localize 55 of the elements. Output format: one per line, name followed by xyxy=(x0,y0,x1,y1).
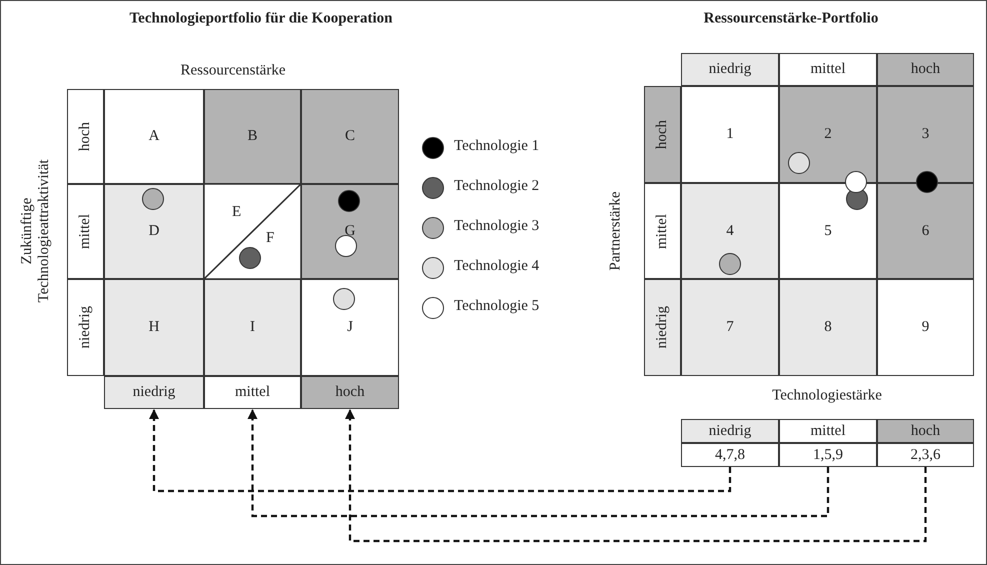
data-point-circle xyxy=(719,253,741,275)
panel-title: Ressourcenstärke-Portfolio xyxy=(704,10,878,28)
data-point-circle xyxy=(335,235,357,257)
matrix-cell: 3 xyxy=(877,86,974,183)
legend-label: Technologie 3 xyxy=(454,218,540,235)
panel-title: Technologieportfolio für die Kooperation xyxy=(130,10,392,28)
matrix-cell: C xyxy=(301,89,399,184)
data-point-circle xyxy=(333,288,355,310)
table-cell: 4,7,8 xyxy=(681,443,779,467)
table-header: hoch xyxy=(877,419,974,443)
matrix-cell: D xyxy=(104,184,204,279)
axis-title: Zukünftige Technologieattraktivität xyxy=(19,158,53,305)
matrix-cell: G xyxy=(301,184,399,279)
matrix-cell: 2 xyxy=(779,86,877,183)
matrix-cell: 9 xyxy=(877,279,974,376)
data-point-circle xyxy=(338,190,360,212)
table-header: niedrig xyxy=(681,419,779,443)
axis-title: Ressourcenstärke xyxy=(180,62,286,80)
column-header: mittel xyxy=(204,376,301,409)
axis-title: Technologiestärke xyxy=(772,388,882,404)
matrix-cell: 8 xyxy=(779,279,877,376)
matrix-cell: B xyxy=(204,89,301,184)
row-header: hoch xyxy=(67,89,104,184)
column-header: hoch xyxy=(877,53,974,86)
matrix-cell: A xyxy=(104,89,204,184)
row-header: niedrig xyxy=(67,279,104,376)
column-header: hoch xyxy=(301,376,399,409)
dashed-arrow xyxy=(248,409,830,518)
row-header: mittel xyxy=(644,183,681,279)
table-cell: 2,3,6 xyxy=(877,443,974,467)
legend-label: Technologie 4 xyxy=(454,258,540,275)
matrix-cell: I xyxy=(204,279,301,376)
legend-label: Technologie 2 xyxy=(454,178,540,195)
matrix-cell: 1 xyxy=(681,86,779,183)
legend-label: Technologie 1 xyxy=(454,138,540,155)
column-header: niedrig xyxy=(104,376,204,409)
column-header: niedrig xyxy=(681,53,779,86)
matrix-cell: 4 xyxy=(681,183,779,279)
row-header: niedrig xyxy=(644,279,681,376)
matrix-cell: J xyxy=(301,279,399,376)
matrix-cell: 7 xyxy=(681,279,779,376)
dashed-arrow xyxy=(149,409,732,492)
dashed-arrow xyxy=(345,409,927,542)
row-header: mittel xyxy=(67,184,104,279)
table-cell: 1,5,9 xyxy=(779,443,877,467)
column-header: mittel xyxy=(779,53,877,86)
matrix-cell: 5 xyxy=(779,183,877,279)
matrix-cell: H xyxy=(104,279,204,376)
row-header: hoch xyxy=(644,86,681,183)
data-point-circle xyxy=(142,188,164,210)
data-point-circle xyxy=(788,152,810,174)
axis-title: Partnerstärke xyxy=(608,191,624,271)
matrix-cell: 6 xyxy=(877,183,974,279)
legend-label: Technologie 5 xyxy=(454,298,540,315)
table-header: mittel xyxy=(779,419,877,443)
